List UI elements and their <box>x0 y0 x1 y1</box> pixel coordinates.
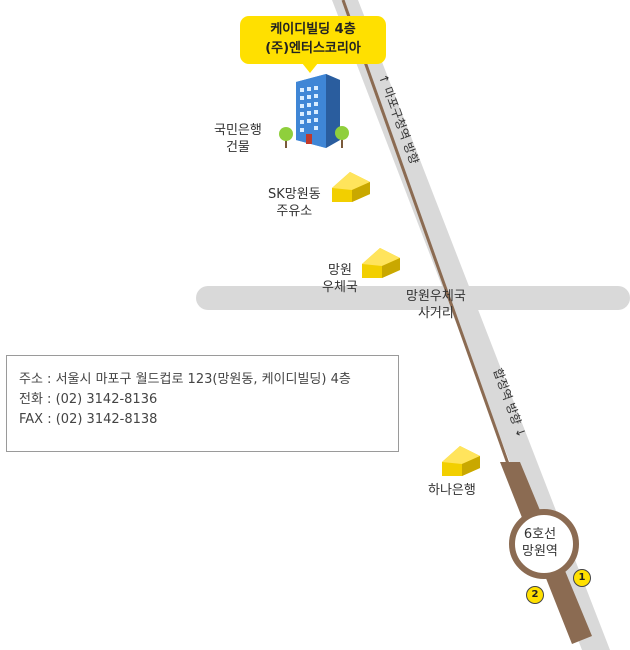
intersection-line2: 사거리 <box>417 306 454 321</box>
subway-line <box>341 0 514 476</box>
station-label: 6호선 망원역 <box>522 526 558 560</box>
kookmin-line2: 건물 <box>225 140 250 155</box>
post-label: 망원 우체국 <box>322 262 358 296</box>
house-icon-hana <box>442 446 480 476</box>
sk-label: SK망원동 주유소 <box>268 186 321 220</box>
building-icon <box>296 74 340 148</box>
horizontal-road <box>196 286 630 310</box>
hana-label: 하나은행 <box>428 483 476 498</box>
post-line1: 망원 <box>327 263 352 278</box>
exit-1-badge: 1 <box>573 569 591 587</box>
tree-icon <box>279 126 349 148</box>
destination-callout: 케이디빌딩 4층 (주)엔터스코리아 <box>240 16 386 73</box>
station-ring <box>509 509 579 579</box>
intersection-line1: 망원우체국 <box>406 289 466 304</box>
exit-2-badge: 2 <box>526 586 544 604</box>
callout-line1: 케이디빌딩 4층 <box>270 22 356 37</box>
address-text: 주소 : 서울시 마포구 월드컵로 123(망원동, 케이디빌딩) 4층 <box>19 372 351 387</box>
sk-line1: SK망원동 <box>268 187 321 202</box>
post-line2: 우체국 <box>322 280 358 295</box>
house-icon-sk <box>332 172 370 202</box>
intersection-label: 망원우체국 사거리 <box>406 288 466 322</box>
kookmin-line1: 국민은행 <box>214 123 262 138</box>
phone-text: 전화 : (02) 3142-8136 <box>19 392 158 407</box>
kookmin-label: 국민은행 건물 <box>214 122 262 156</box>
callout-line2: (주)엔터스코리아 <box>265 41 361 56</box>
fax-text: FAX : (02) 3142-8138 <box>19 412 158 427</box>
contact-info-box: 주소 : 서울시 마포구 월드컵로 123(망원동, 케이디빌딩) 4층 전화 … <box>6 355 399 452</box>
station-line1: 6호선 <box>523 527 557 542</box>
station-line2: 망원역 <box>522 544 558 559</box>
house-icon-post <box>362 248 400 278</box>
sk-line2: 주유소 <box>276 204 313 219</box>
